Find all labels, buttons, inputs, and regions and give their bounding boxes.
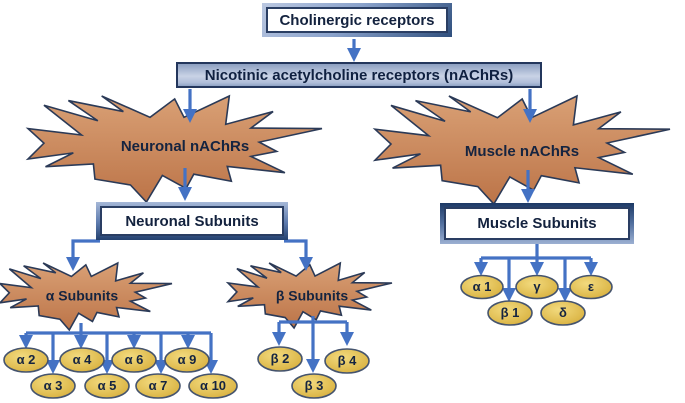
alpha-subunits-label: α Subunits — [45, 287, 119, 304]
node-gamma-label: γ — [533, 279, 541, 295]
node-beta2-shape — [257, 346, 303, 372]
node-alpha4-shape — [59, 347, 105, 373]
node-beta2-label: β 2 — [270, 351, 290, 367]
node-gamma-shape — [515, 274, 559, 300]
node-alpha7-label: α 7 — [148, 378, 168, 394]
node-delta-shape — [540, 300, 586, 326]
muscle-nachrs-label: Muscle nAChRs — [464, 143, 580, 161]
node-alpha2-shape — [3, 347, 49, 373]
cholinergic-receptors-box: Cholinergic receptors — [262, 3, 452, 37]
node-alpha1-label: α 1 — [472, 279, 492, 295]
node-alpha7-shape — [135, 373, 181, 399]
node-alpha9-shape — [164, 347, 210, 373]
node-alpha5-label: α 5 — [97, 378, 117, 394]
muscle-subunits-label: Muscle Subunits — [444, 207, 630, 240]
neuronal-nachrs-label: Neuronal nAChRs — [120, 138, 250, 156]
node-alpha6-shape — [111, 347, 157, 373]
node-alpha9-label: α 9 — [177, 352, 197, 368]
node-alpha3-shape — [30, 373, 76, 399]
node-alpha4-label: α 4 — [72, 352, 92, 368]
node-epsilon-shape — [569, 274, 613, 300]
cholinergic-receptors-label: Cholinergic receptors — [266, 7, 448, 33]
muscle-tree-stem — [481, 244, 591, 260]
node-beta1-shape — [487, 300, 533, 326]
node-beta4-shape — [324, 348, 370, 374]
nachrs-label: Nicotinic acetylcholine receptors (nAChR… — [204, 66, 514, 84]
elbow-to-beta-group — [284, 239, 314, 272]
neuronal-subunits-box: Neuronal Subunits — [96, 202, 288, 240]
nachrs-box: Nicotinic acetylcholine receptors (nAChR… — [176, 62, 542, 88]
node-alpha10-label: α 10 — [199, 378, 227, 394]
node-alpha3-label: α 3 — [43, 378, 63, 394]
node-beta3-label: β 3 — [304, 378, 324, 394]
node-alpha1-shape — [460, 274, 504, 300]
muscle-subunits-box: Muscle Subunits — [440, 203, 634, 244]
node-epsilon-label: ε — [587, 279, 595, 295]
node-alpha6-label: α 6 — [124, 352, 144, 368]
node-beta4-label: β 4 — [337, 353, 357, 369]
node-beta3-shape — [291, 373, 337, 399]
node-alpha2-label: α 2 — [16, 352, 36, 368]
alpha-tree-stem — [26, 323, 211, 335]
elbow-to-alpha-group — [65, 239, 100, 272]
node-alpha10-shape — [188, 373, 238, 399]
node-alpha5-shape — [84, 373, 130, 399]
node-beta1-label: β 1 — [500, 305, 520, 321]
beta-subunits-label: β Subunits — [275, 287, 349, 304]
node-delta-label: δ — [559, 305, 567, 321]
neuronal-subunits-label: Neuronal Subunits — [100, 206, 284, 236]
